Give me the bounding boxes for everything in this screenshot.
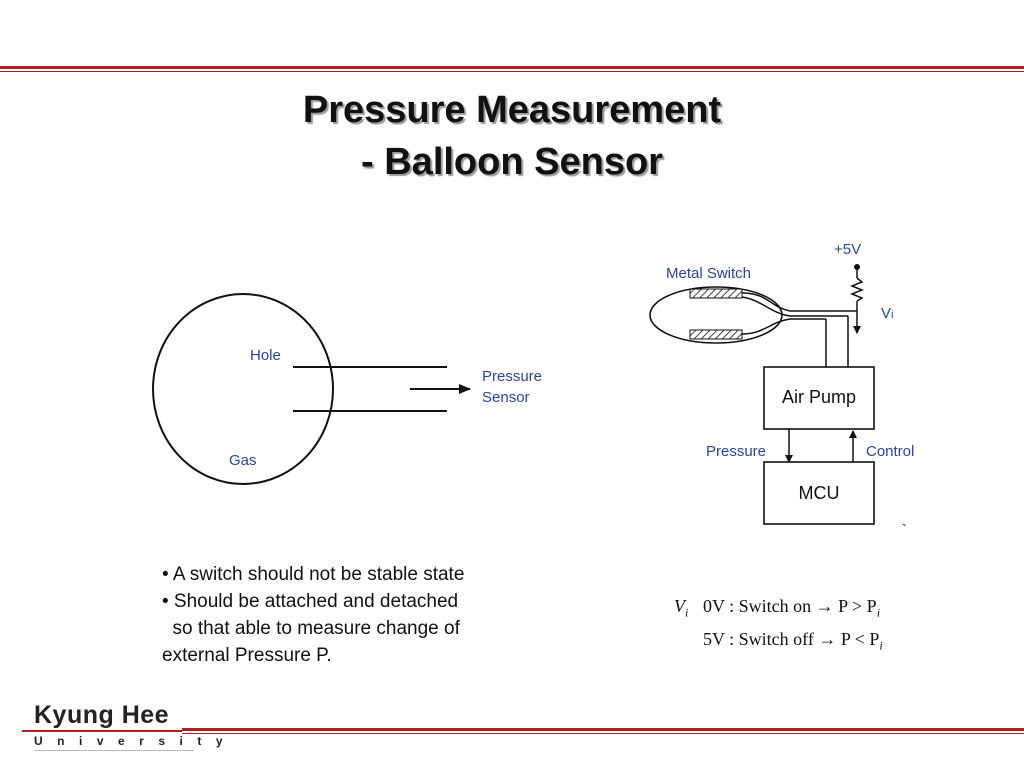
bottom-rule — [182, 728, 1024, 731]
pressure-sensor-label-1: Pressure — [482, 368, 542, 385]
page-title: Pressure Measurement - Balloon Sensor — [0, 84, 1024, 188]
switch-balloon — [649, 286, 783, 344]
equation-row-2: 5V : Switch off → P < Pi — [703, 629, 883, 653]
bullet-line-1: • A switch should not be stable state — [162, 564, 465, 585]
bullet-list: • A switch should not be stable state • … — [162, 561, 464, 669]
bottom-rule-thin — [182, 733, 1024, 734]
circuit-diagram: +5V Vi Metal Switch Air Pump Pressure Co… — [649, 241, 914, 537]
supply-label: +5V — [834, 241, 861, 258]
air-pump-box — [763, 366, 875, 430]
pressure-label: Pressure — [706, 443, 766, 460]
top-rule — [0, 66, 1024, 69]
backtick-mark: ` — [902, 521, 907, 537]
university-logo: Kyung Hee University — [22, 700, 238, 751]
balloon-shape — [152, 293, 334, 485]
bullet-line-2: • Should be attached and detached — [162, 591, 459, 612]
pressure-sensor-label-2: Sensor — [482, 389, 530, 406]
top-rule-thin — [0, 71, 1024, 72]
logo-sub: University — [34, 734, 238, 748]
title-line-2: - Balloon Sensor — [361, 141, 663, 183]
logo-name: Kyung Hee — [34, 701, 170, 729]
mcu-label: MCU — [799, 483, 840, 503]
air-pump-label: Air Pump — [782, 387, 856, 407]
logo-bar — [22, 730, 182, 732]
hole-label: Hole — [250, 347, 281, 364]
bullet-line-3: so that able to measure change of — [162, 618, 460, 639]
logo-underline — [34, 750, 194, 751]
vi-label: Vi — [881, 305, 893, 322]
title-line-1: Pressure Measurement — [302, 89, 722, 131]
equation-row-1: 0V : Switch on → P > Pi — [703, 596, 881, 620]
equation-var: Vi — [674, 596, 689, 620]
switch-lead-top — [741, 292, 857, 312]
switch-lead-bottom — [741, 318, 826, 335]
control-label: Control — [866, 443, 914, 460]
switch-lead-mid — [741, 296, 848, 317]
mcu-box — [763, 461, 875, 525]
gas-label: Gas — [229, 452, 257, 469]
metal-switch-label: Metal Switch — [666, 265, 751, 282]
contact-top — [689, 288, 743, 299]
resistor-icon — [849, 277, 865, 302]
contact-bottom — [689, 329, 743, 340]
balloon-diagram: Hole Gas Pressure Sensor — [152, 293, 542, 485]
bullet-line-4: external Pressure P. — [162, 645, 332, 666]
